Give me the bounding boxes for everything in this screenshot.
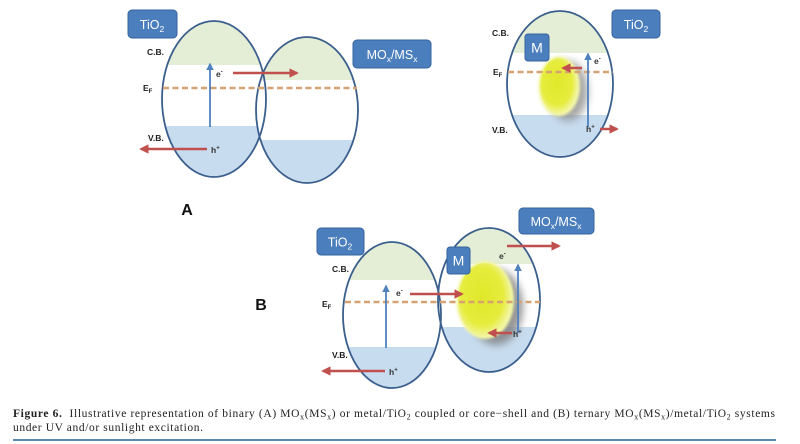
tio2-band-ellipse	[162, 21, 266, 177]
metal-box	[524, 33, 550, 62]
tio2-label-box: TiO2	[127, 9, 178, 39]
caption-text: (MS	[639, 408, 661, 420]
conduction-band-label: C.B.	[147, 47, 164, 57]
fermi-level-label: EF	[143, 83, 153, 95]
mox-box-text: MOx/MSx	[531, 215, 583, 231]
tio2-box	[316, 227, 365, 256]
tio2-ellipse-outline	[506, 10, 614, 158]
mox-box	[518, 207, 595, 235]
valence-band-label: V.B.	[332, 350, 348, 360]
mox-band-ellipse	[256, 37, 358, 183]
mox-hole-label: h+	[513, 329, 522, 339]
tio2-hole-label: h+	[389, 367, 398, 377]
caption-text: ) or metal/TiO	[332, 408, 406, 420]
caption-text: )/metal/TiO	[666, 408, 726, 420]
metal-label-box: M	[524, 33, 550, 62]
tio2-box	[611, 9, 661, 39]
caption-subscript: x	[327, 413, 331, 422]
tio2-box-text: TiO2	[140, 18, 165, 34]
hole-label: h+	[211, 145, 220, 155]
metal-box-text: M	[531, 40, 543, 56]
caption-subscript: 2	[727, 413, 731, 422]
figure-caption: Figure 6. Illustrative representation of…	[13, 408, 776, 441]
caption-subscript: x	[661, 413, 665, 422]
caption-line-2: under UV and/or sunlight excitation.	[13, 422, 203, 434]
caption-subscript: x	[634, 413, 638, 422]
mox-ellipse-outline	[437, 227, 541, 373]
tio2-ellipse-outline	[342, 241, 442, 389]
caption-subscript: x	[300, 413, 304, 422]
caption-figure-label: Figure 6.	[13, 408, 62, 420]
panel-b-ternary: e- h+ e- h+ C.B. EF V.B. TiO2 M MOx/MSx …	[255, 207, 595, 389]
fermi-level-label: EF	[493, 67, 503, 79]
fermi-level-label: EF	[322, 299, 332, 311]
conduction-band-label: C.B.	[332, 264, 349, 274]
mox-ellipse-outline	[255, 36, 359, 184]
valence-band-label: V.B.	[492, 125, 508, 135]
metal-nanoparticle	[458, 263, 512, 337]
conduction-band-label: C.B.	[492, 28, 509, 38]
caption-text: Illustrative representation of binary (A…	[63, 408, 300, 420]
mox-label-box: MOx/MSx	[352, 39, 432, 69]
hole-label: h+	[586, 124, 595, 134]
caption-text: coupled or core−shell and (B) ternary MO	[411, 408, 633, 420]
tio2-box-text: TiO2	[328, 236, 353, 252]
mox-box	[352, 39, 432, 69]
caption-text: systems	[731, 408, 775, 420]
valence-band	[507, 115, 613, 157]
electron-label: e-	[216, 69, 223, 79]
panel-b-label: B	[255, 297, 267, 314]
mox-electron-label: e-	[499, 251, 506, 261]
caption-subscript: 2	[407, 413, 411, 422]
tio2-box-text: TiO2	[624, 18, 649, 34]
panel-a-coupled: e- h+ C.B. EF V.B. TiO2 MOx/MSx A	[127, 9, 432, 219]
panel-a-label: A	[181, 202, 193, 219]
panel-a-core-shell: e- h+ C.B. EF V.B. M TiO2	[492, 9, 661, 158]
tio2-ellipse-outline	[161, 20, 267, 178]
caption-line-1: Figure 6. Illustrative representation of…	[13, 408, 776, 422]
valence-band	[256, 140, 358, 183]
mox-label-box: MOx/MSx	[518, 207, 595, 235]
mox-box-text: MOx/MSx	[367, 48, 419, 64]
conduction-band	[507, 11, 613, 53]
tio2-label-box: TiO2	[316, 227, 365, 256]
electron-label: e-	[594, 56, 601, 66]
tio2-electron-label: e-	[396, 288, 403, 298]
metal-label-box: M	[446, 246, 471, 275]
metal-box-text: M	[453, 253, 465, 269]
metal-nanoparticle	[540, 58, 578, 114]
valence-band-label: V.B.	[148, 133, 164, 143]
tio2-box	[127, 9, 178, 39]
metal-box	[446, 246, 471, 275]
tio2-label-box: TiO2	[611, 9, 661, 39]
caption-text: (MS	[305, 408, 327, 420]
